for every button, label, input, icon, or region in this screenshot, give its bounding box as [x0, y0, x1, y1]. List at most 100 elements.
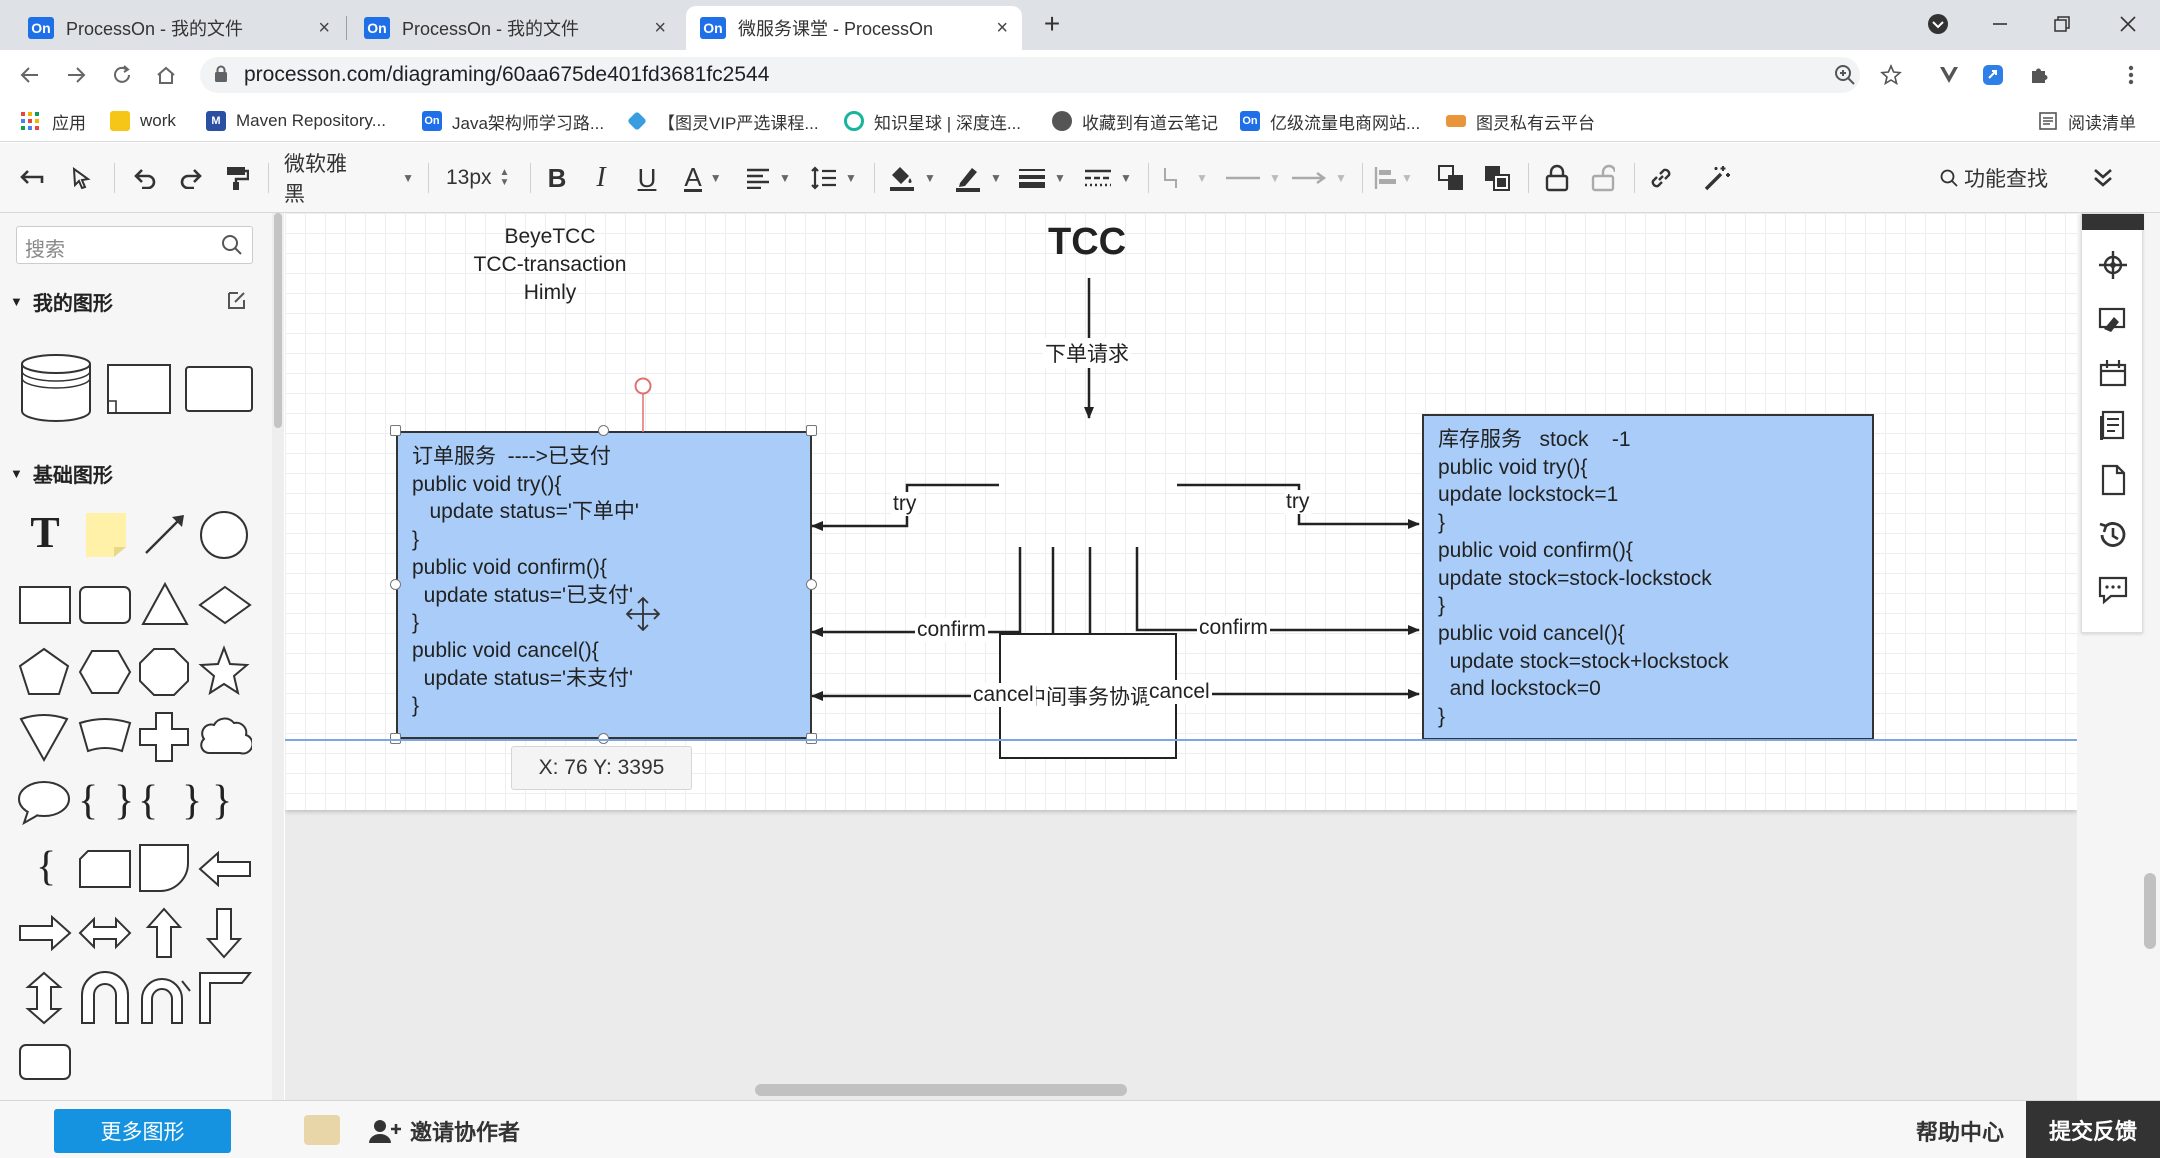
url-field[interactable]: processon.com/diagraming/60aa675de401fd3… [200, 57, 1860, 93]
collapse-toolbar-icon[interactable] [2086, 161, 2120, 195]
octagon-shape[interactable] [138, 647, 190, 697]
redo-icon[interactable] [174, 161, 208, 195]
canvas-page[interactable]: TCC BeyeTCC TCC-transaction Himly 下单请求 中… [285, 213, 2077, 810]
connector-line-button[interactable]: ▼ [1222, 161, 1284, 195]
corner-shape[interactable] [198, 971, 252, 1025]
rectangle-shape[interactable] [18, 585, 72, 625]
text-align-button[interactable]: ▼ [742, 161, 794, 195]
format-brush-select-icon[interactable] [64, 161, 98, 195]
more-shapes-button[interactable]: 更多图形 [54, 1109, 231, 1153]
italic-button[interactable]: I [596, 162, 606, 193]
confirm-left-connector[interactable] [811, 547, 1022, 637]
left-brace-shape[interactable]: { [78, 778, 99, 824]
cloud-shape[interactable] [198, 715, 252, 759]
close-tab-icon[interactable]: × [996, 16, 1008, 39]
page-settings-icon[interactable] [2097, 357, 2129, 389]
arrow-line-shape[interactable] [142, 511, 188, 557]
undo-icon[interactable] [128, 161, 162, 195]
bookmark-java-path[interactable]: On Java架构师学习路... [422, 108, 604, 134]
cancel-left-label[interactable]: cancel [971, 683, 1036, 707]
tab-shape[interactable] [138, 843, 190, 893]
fill-color-button[interactable]: ▼ [886, 161, 938, 195]
resize-handle-n[interactable] [598, 425, 609, 436]
browser-tab[interactable]: On ProcessOn - 我的文件 × [14, 6, 344, 50]
style-panel-icon[interactable] [2097, 304, 2129, 336]
basic-shapes-header[interactable]: ▼ 基础图形 [0, 453, 270, 493]
horizontal-scrollbar-thumb[interactable] [755, 1084, 1127, 1096]
extension-blue-icon[interactable] [1980, 62, 2006, 88]
bookmark-maven[interactable]: M Maven Repository... [206, 108, 386, 134]
line-style-button[interactable]: ▼ [1082, 161, 1134, 195]
zoom-icon[interactable] [1832, 62, 1858, 88]
home-icon[interactable] [150, 59, 182, 91]
bookmark-star-icon[interactable] [1878, 62, 1904, 88]
right-brace-shape[interactable]: } [114, 778, 135, 824]
lock-shape-icon[interactable] [1540, 161, 1574, 195]
left-panel-scrollbar[interactable] [272, 213, 284, 1100]
arrow-end-button[interactable]: ▼ [1288, 161, 1350, 195]
extensions-puzzle-icon[interactable] [2026, 62, 2052, 88]
browser-tab[interactable]: On ProcessOn - 我的文件 × [350, 6, 680, 50]
vertical-scrollbar-thumb[interactable] [2144, 873, 2156, 949]
close-window-icon[interactable] [2108, 8, 2148, 40]
comment-icon[interactable] [2097, 574, 2129, 606]
resize-handle-s[interactable] [598, 733, 609, 744]
hexagon-shape[interactable] [78, 649, 132, 695]
submit-feedback-button[interactable]: 提交反馈 [2026, 1101, 2160, 1158]
card-shape[interactable] [104, 363, 174, 415]
shape-search-input[interactable]: 搜索 [16, 226, 253, 264]
bookmark-youdao[interactable]: 收藏到有道云笔记 [1052, 108, 1218, 134]
format-painter-icon[interactable] [220, 161, 254, 195]
font-color-button[interactable]: A ▼ [676, 161, 730, 195]
rectangle-shape[interactable] [184, 365, 254, 413]
underline-button[interactable]: U [637, 162, 657, 193]
cancel-right-label[interactable]: cancel [1147, 680, 1212, 704]
history-icon[interactable] [2097, 519, 2129, 551]
diagram-canvas[interactable]: TCC BeyeTCC TCC-transaction Himly 下单请求 中… [285, 213, 2077, 1100]
right-brace-shape[interactable]: } [182, 778, 203, 824]
send-to-back-icon[interactable] [1480, 161, 1514, 195]
new-tab-button[interactable]: + [1043, 8, 1061, 39]
resize-handle-e[interactable] [806, 579, 817, 590]
more-menu-icon[interactable] [2118, 62, 2144, 88]
line-color-button[interactable]: ▼ [952, 161, 1004, 195]
bookmark-work[interactable]: work [110, 108, 176, 134]
speech-bubble-shape[interactable] [16, 779, 72, 827]
left-brace-shape[interactable]: { [138, 778, 159, 824]
resize-handle-se[interactable] [806, 733, 817, 744]
resize-handle-w[interactable] [390, 579, 401, 590]
magic-wand-icon[interactable] [1700, 161, 1734, 195]
stock-service-node[interactable]: 库存服务 stock -1 public void try(){ update … [1422, 414, 1874, 740]
bookmark-tuling-vip[interactable]: 【图灵VIP严选课程... [627, 108, 819, 134]
page-icon[interactable] [2097, 464, 2129, 496]
vue-devtools-icon[interactable] [1936, 62, 1962, 88]
right-arrow-shape[interactable] [18, 913, 72, 953]
restore-icon[interactable] [2042, 8, 2082, 40]
bent-arrow-shape[interactable] [138, 971, 192, 1025]
try-left-label[interactable]: try [891, 492, 919, 516]
unlock-shape-icon[interactable] [1586, 161, 1620, 195]
minimize-icon[interactable] [1980, 8, 2020, 40]
star-shape[interactable] [198, 645, 250, 697]
rounded-rectangle-shape[interactable] [18, 1043, 72, 1081]
my-shapes-header[interactable]: ▼ 我的图形 [0, 281, 270, 321]
right-brace-shape[interactable]: } [212, 778, 233, 824]
banner-shape[interactable] [78, 717, 132, 757]
request-label[interactable]: 下单请求 [1043, 338, 1131, 368]
close-tab-icon[interactable]: × [318, 16, 330, 39]
forward-icon[interactable] [60, 59, 92, 91]
rotate-handle[interactable] [631, 376, 655, 432]
connector-type-button[interactable]: ▼ [1160, 161, 1210, 195]
search-icon[interactable] [220, 233, 244, 257]
resize-handle-ne[interactable] [806, 425, 817, 436]
bookmark-ecommerce[interactable]: On 亿级流量电商网站... [1240, 108, 1420, 134]
cross-shape[interactable] [138, 711, 190, 763]
down-arrow-shape[interactable] [204, 907, 244, 959]
resize-handle-nw[interactable] [390, 425, 401, 436]
link-icon[interactable] [1644, 161, 1678, 195]
reload-icon[interactable] [106, 59, 138, 91]
left-brace-shape[interactable]: { [36, 844, 57, 890]
feature-search-button[interactable]: 功能查找 [1936, 161, 2052, 195]
diamond-shape[interactable] [198, 585, 252, 625]
tab-search-icon[interactable] [1918, 8, 1958, 40]
